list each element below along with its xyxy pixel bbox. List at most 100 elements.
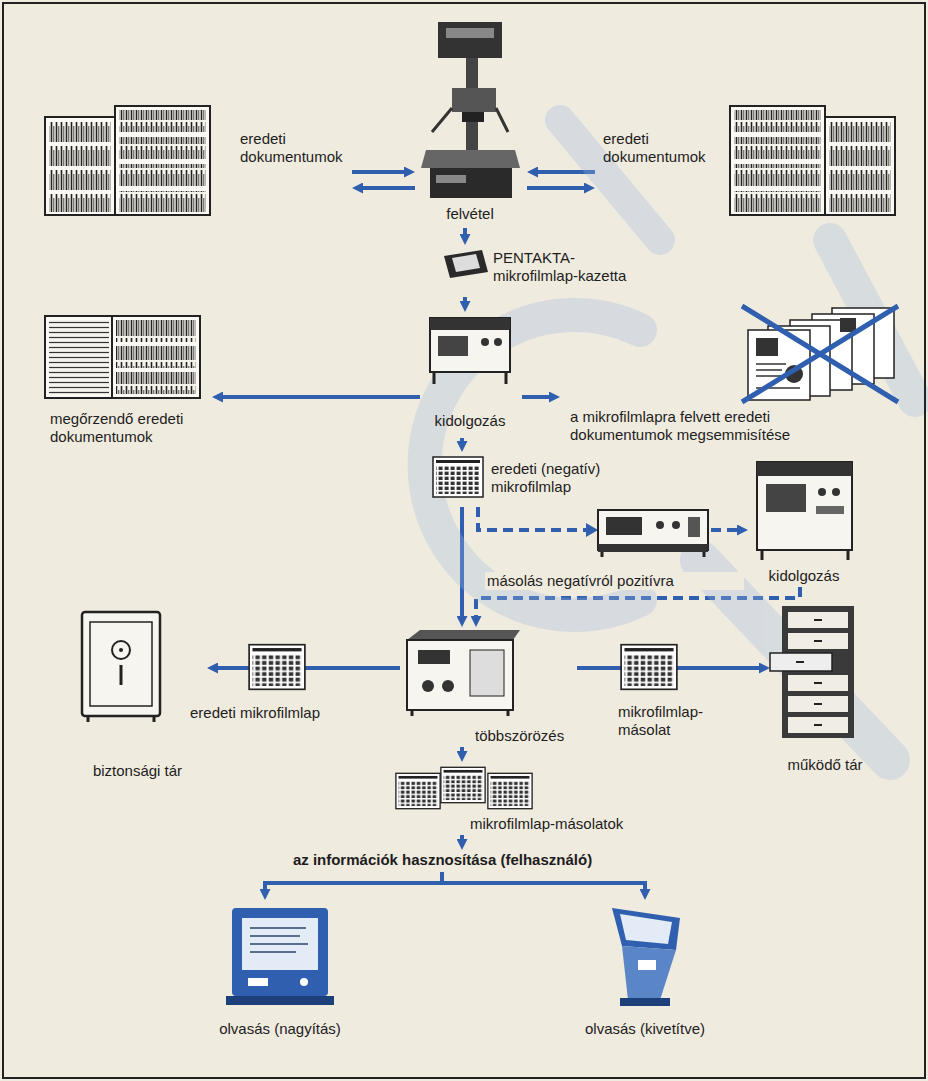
flow-arrow bbox=[460, 438, 464, 447]
safe-storage: biztonsági tár bbox=[70, 605, 207, 783]
bookcase-left-part bbox=[49, 146, 111, 166]
safe-drawing-part bbox=[82, 612, 160, 716]
duplicator-drawing-part bbox=[407, 640, 513, 710]
reader-drawing-part bbox=[226, 996, 334, 1005]
filing-cabinet-drawing-part bbox=[782, 606, 854, 738]
edge-label: mikrofilmlap- másolat bbox=[616, 703, 720, 739]
caption-text: PENTAKTA- mikrofilmlap-kazetta bbox=[493, 249, 653, 285]
caption-text: eredeti dokumentumok bbox=[240, 130, 350, 166]
projector-drawing bbox=[612, 908, 680, 1006]
camera-drawing-part bbox=[421, 150, 520, 168]
duplicator-unit: többszörözés bbox=[400, 627, 577, 747]
camera-drawing-part bbox=[446, 28, 494, 38]
processor-drawing-part bbox=[430, 318, 510, 372]
archive-cabinet: megőrzendő eredeti dokumentumok bbox=[40, 312, 212, 450]
bookcase-left-part bbox=[45, 117, 115, 215]
fiche-drawing bbox=[249, 645, 305, 690]
bookcase-left-part bbox=[49, 170, 111, 190]
watermark-part bbox=[425, 315, 640, 615]
caption-text: a mikrofilmlapra felvett eredeti dokumen… bbox=[570, 408, 840, 444]
processor-drawing-part bbox=[832, 488, 840, 496]
processor-drawing-part bbox=[757, 462, 852, 476]
projector-drawing-part bbox=[638, 960, 656, 970]
archive-drawing-part bbox=[116, 320, 196, 342]
reader-drawing-part bbox=[242, 918, 318, 970]
copier-drawing-part bbox=[656, 521, 664, 529]
fiche-copies-drawing-part bbox=[396, 773, 440, 808]
filing-cabinet-drawing-part bbox=[796, 620, 822, 725]
watermark-part bbox=[700, 560, 890, 760]
bookcase-right-part bbox=[734, 164, 821, 186]
processor-drawing bbox=[757, 462, 852, 560]
caption-text: eredeti (negatív) mikrofilmlap bbox=[491, 460, 613, 496]
duplicator-drawing-part bbox=[412, 710, 508, 716]
processor-drawing-part bbox=[434, 372, 506, 384]
archive-drawing-part bbox=[111, 316, 113, 398]
caption-text: olvasás (kivetítve) bbox=[570, 1020, 720, 1038]
processor-drawing-part bbox=[481, 338, 489, 346]
fiche-copies: mikrofilmlap-másolatok bbox=[390, 762, 640, 835]
bookcase-right-part bbox=[734, 137, 821, 159]
bookcase-left-part bbox=[119, 191, 206, 212]
safe-drawing-part bbox=[88, 716, 154, 722]
camera-drawing-part bbox=[436, 175, 466, 183]
caption-text: az információk hasznosítása (felhasználó… bbox=[250, 851, 635, 869]
bookcase-right-part bbox=[829, 170, 891, 190]
bookcase-left bbox=[45, 106, 210, 215]
flow-arrow bbox=[460, 835, 464, 845]
duplicator-drawing-part bbox=[407, 630, 520, 640]
flow-arrow bbox=[460, 747, 464, 757]
camera-drawing bbox=[421, 22, 520, 198]
processor-unit: kidolgozás bbox=[420, 312, 522, 438]
bookcase-left-part bbox=[115, 106, 210, 215]
bookcase-right-part bbox=[730, 106, 825, 215]
duplicator-drawing-part bbox=[422, 680, 434, 692]
document-shelf: eredeti dokumentumok bbox=[595, 100, 900, 220]
microfiche: eredeti (negatív) mikrofilmlap bbox=[425, 452, 615, 507]
caption-text: mikrofilmlap-másolatok bbox=[470, 815, 638, 833]
camera-drawing-part bbox=[438, 22, 502, 58]
projector-drawing-part bbox=[620, 998, 670, 1006]
flow-arrow bbox=[463, 297, 467, 307]
processor-drawing-part bbox=[818, 488, 826, 496]
flow-arrow bbox=[522, 395, 555, 399]
caption-text: biztonsági tár bbox=[70, 762, 205, 780]
bookcase-right bbox=[730, 106, 895, 215]
reader-drawing-part bbox=[250, 928, 308, 952]
bookcase-left-part bbox=[119, 110, 206, 132]
projector-drawing-part bbox=[612, 908, 680, 950]
processor-drawing-part bbox=[816, 506, 844, 514]
camera-drawing-part bbox=[452, 88, 496, 112]
processor-drawing bbox=[430, 318, 510, 384]
archive-drawing-part bbox=[49, 320, 109, 394]
bookcase-right-part bbox=[734, 191, 821, 212]
archive-drawing-part bbox=[116, 372, 196, 394]
destroyed-documents-drawing bbox=[742, 306, 898, 402]
destroyed-documents: a mikrofilmlapra felvett eredeti dokumen… bbox=[560, 300, 905, 450]
processor-unit: kidolgozás bbox=[748, 455, 862, 587]
flow-arrow bbox=[357, 186, 415, 190]
document-shelf: eredeti dokumentumok bbox=[40, 100, 352, 220]
edge-label: eredeti mikrofilmlap bbox=[168, 704, 342, 722]
film-cassette: PENTAKTA- mikrofilmlap-kazetta bbox=[438, 245, 655, 297]
duplicator-drawing-part bbox=[442, 680, 454, 692]
projector-drawing-part bbox=[620, 914, 672, 944]
processor-drawing-part bbox=[438, 336, 468, 356]
flow-arrow bbox=[463, 228, 467, 240]
copier-drawing-part bbox=[672, 521, 680, 529]
usage-heading: az információk hasznosítása (felhasználó… bbox=[250, 850, 637, 872]
filing-cabinet-drawing bbox=[770, 606, 854, 738]
page-frame bbox=[3, 3, 925, 1078]
copier-drawing-part bbox=[602, 552, 704, 557]
fiche-copies-drawing-part bbox=[488, 773, 532, 808]
copier-drawing-part bbox=[688, 517, 700, 537]
microfiche-reader: olvasás (nagyítás) bbox=[200, 900, 362, 1042]
reader-drawing-part bbox=[232, 908, 328, 996]
copier-drawing-part bbox=[598, 544, 708, 552]
caption-text: többszörözés bbox=[475, 727, 575, 745]
projector-drawing-part bbox=[622, 946, 676, 1000]
camera-unit: felvétel bbox=[415, 15, 527, 228]
flow-arrow bbox=[352, 170, 410, 174]
